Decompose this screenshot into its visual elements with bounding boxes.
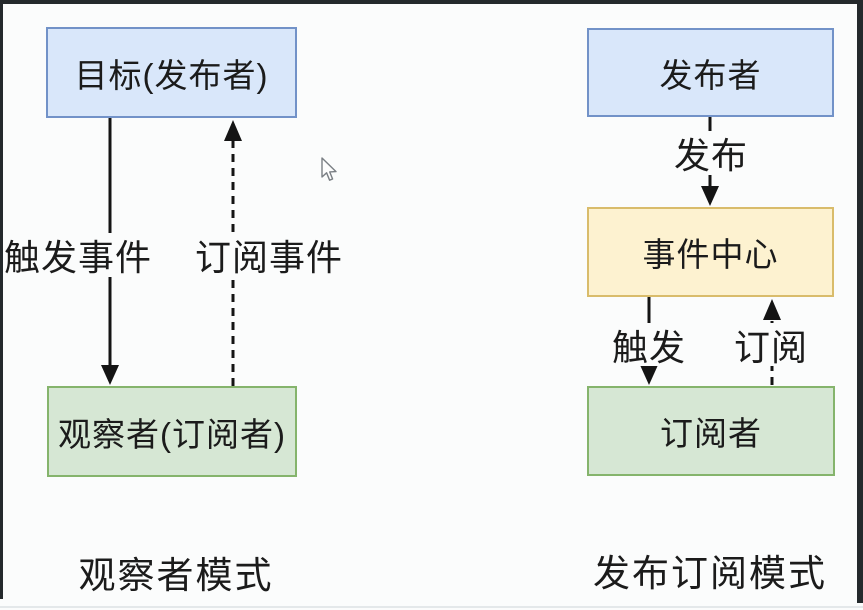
observer-subscriber-label: 观察者(订阅者) [58,415,286,453]
observer-trigger-arrowhead [101,365,119,385]
pubsub-publisher-node: 发布者 [587,28,834,117]
pubsub-publish-edge-label: 发布 [674,131,748,176]
pubsub-subscribe-edge-label: 订阅 [733,323,809,368]
window-bottom-divider [0,606,863,608]
pubsub-subscribe-arrowhead [763,299,781,320]
observer-trigger-edge-label: 触发事件 [2,233,154,278]
window-left-edge [0,0,3,599]
pubsub-publisher-label: 发布者 [659,56,762,94]
pubsub-subscriber-label: 订阅者 [660,415,762,452]
pubsub-trigger-edge-label: 触发 [611,323,687,368]
observer-target-label: 目标(发布者) [74,56,269,94]
pubsub-publish-arrowhead [701,186,719,206]
observer-subscriber-node: 观察者(订阅者) [47,386,297,477]
window-top-edge [0,0,863,4]
pubsub-event-center-node: 事件中心 [587,207,834,297]
mouse-cursor-icon [321,157,337,181]
observer-pattern-caption: 观察者模式 [78,555,274,596]
pubsub-pattern-caption: 发布订阅模式 [593,553,827,594]
observer-target-node: 目标(发布者) [46,27,297,118]
pubsub-event-center-label: 事件中心 [642,236,779,273]
observer-subscribe-arrowhead [224,120,242,141]
observer-subscribe-edge-label: 订阅事件 [193,233,345,278]
window-right-edge [857,0,863,603]
pubsub-subscriber-node: 订阅者 [587,386,835,476]
